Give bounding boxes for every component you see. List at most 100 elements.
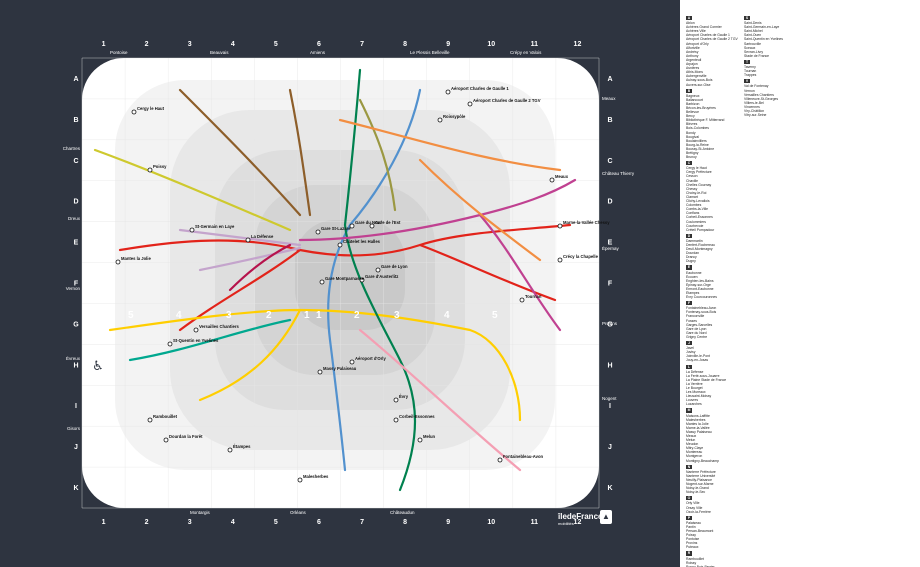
line-c-path[interactable] (108, 308, 522, 422)
station-label[interactable]: Cergy le Haut (137, 106, 165, 111)
index-entry[interactable]: Cergy Préfecture (686, 170, 712, 175)
index-entry[interactable]: Pontoise (686, 537, 700, 542)
station-dot[interactable] (167, 341, 173, 347)
station-dot[interactable] (445, 89, 451, 95)
index-entry[interactable]: La Ferté-sous-Jouarre (686, 373, 720, 378)
station-dot[interactable] (319, 279, 325, 285)
index-entry[interactable]: Montgeron (686, 454, 703, 459)
index-entry[interactable]: Provins (686, 541, 698, 546)
index-entry[interactable]: Bourg-la-Reine (686, 142, 709, 147)
station-dot[interactable] (557, 257, 563, 263)
index-entry[interactable]: Aubergenville (686, 74, 707, 79)
line-n-path[interactable] (128, 318, 292, 362)
station-label[interactable]: Mantes la Jolie (121, 256, 151, 261)
index-entry[interactable]: Maisons-Laffitte (686, 413, 710, 418)
station-label[interactable]: St-Germain en Laye (195, 224, 235, 229)
index-entry[interactable]: Brunoy (686, 155, 697, 160)
station-dot[interactable] (227, 447, 233, 453)
index-entry[interactable]: Boulainvilliers (686, 138, 707, 143)
index-entry[interactable]: Bellevue (686, 110, 700, 115)
index-entry[interactable]: Trappes (744, 73, 757, 78)
station-dot[interactable] (375, 267, 381, 273)
station-label[interactable]: Gare du Nord (355, 220, 382, 225)
index-entry[interactable]: Chaville (686, 178, 699, 183)
index-entry[interactable]: Persan-Beaumont (686, 528, 714, 533)
station-dot[interactable] (349, 223, 355, 229)
index-entry[interactable]: Fosses (686, 318, 697, 323)
index-entry[interactable]: Marne-la-Vallée (686, 425, 710, 430)
index-entry[interactable]: Versailles Chantiers (744, 92, 774, 97)
index-entry[interactable]: Dammartin (686, 238, 703, 243)
index-entry[interactable]: Bibliothèque F. Mitterrand (686, 118, 725, 123)
index-entry[interactable]: Taverny (744, 65, 756, 70)
station-dot[interactable] (519, 297, 525, 303)
index-entry[interactable]: Noisy-le-Grand (686, 486, 709, 491)
index-entry[interactable]: Noisy-le-Sec (686, 490, 706, 495)
index-entry[interactable]: Franconville (686, 314, 705, 319)
index-entry[interactable]: Clamart (686, 194, 698, 199)
index-entry[interactable]: Barbizon (686, 101, 700, 106)
station-dot[interactable] (497, 457, 503, 463)
index-entry[interactable]: Athis-Mons (686, 70, 703, 75)
index-entry[interactable]: Sartrouville (744, 41, 761, 46)
index-entry[interactable]: Bondy (686, 130, 696, 135)
line-r-path[interactable] (358, 328, 522, 472)
station-dot[interactable] (245, 237, 251, 243)
index-entry[interactable]: Stade de France (744, 53, 770, 58)
station-label[interactable]: Aéroport d'Orly (355, 356, 386, 361)
index-entry[interactable]: Gare du Nord (686, 330, 707, 335)
index-entry[interactable]: Bercy (686, 114, 695, 119)
index-entry[interactable]: Épinay-sur-Orge (686, 282, 711, 287)
index-entry[interactable]: Montereau (686, 450, 703, 455)
index-entry[interactable]: Vincennes (744, 104, 760, 109)
index-entry[interactable]: Ermont-Eaubonne (686, 286, 714, 291)
index-entry[interactable]: Puteaux (686, 545, 699, 550)
index-entry[interactable]: Asnières (686, 66, 700, 71)
station-dot[interactable] (131, 109, 137, 115)
index-entry[interactable]: Coulommiers (686, 219, 706, 224)
index-entry[interactable]: Neuilly-Plaisance (686, 477, 713, 482)
station-label[interactable]: Gare d'Austerlitz (365, 274, 398, 279)
station-label[interactable]: Melun (423, 434, 436, 439)
station-dots[interactable] (115, 89, 563, 483)
index-entry[interactable]: Juvisy (686, 350, 696, 355)
index-entry[interactable]: Chessy (686, 186, 698, 191)
index-entry[interactable]: Brétigny (686, 151, 699, 155)
index-entry[interactable]: Mantes la Jolie (686, 421, 709, 426)
index-entry[interactable]: Chelles Gournay (686, 182, 712, 187)
station-dot[interactable] (189, 227, 195, 233)
station-label[interactable]: St-Quentin en Yvelines (173, 338, 219, 343)
index-entry[interactable]: Conflans (686, 211, 700, 216)
station-dot[interactable] (315, 229, 321, 235)
station-label[interactable]: Massy Palaiseau (323, 366, 357, 371)
index-entry[interactable]: Aulnay-sous-Bois (686, 78, 713, 83)
index-entry[interactable]: Villiers-le-Bel (744, 100, 764, 105)
station-dot[interactable] (557, 223, 563, 229)
station-dot[interactable] (417, 437, 423, 443)
index-entry[interactable]: Clichy-Levallois (686, 199, 710, 204)
index-entry[interactable]: Argenteuil (686, 57, 702, 62)
index-entry[interactable]: Bagneux (686, 93, 700, 98)
index-entry[interactable]: Orly Ville (686, 501, 700, 506)
index-entry[interactable]: Nogent-sur-Marne (686, 482, 714, 487)
index-entry[interactable]: Enghien-les-Bains (686, 278, 714, 283)
index-entry[interactable]: Auvers-sur-Oise (686, 82, 711, 87)
index-entry[interactable]: Achères Ville (686, 29, 706, 34)
index-entry[interactable]: Eaubonne (686, 270, 702, 275)
index-entry[interactable]: Choisy-le-Roi (686, 190, 707, 195)
line-e-path[interactable] (298, 178, 577, 332)
station-label[interactable]: Meaux (555, 174, 569, 179)
index-entry[interactable]: Meudon (686, 442, 699, 447)
index-entry[interactable]: Garges-Sarcelles (686, 322, 713, 327)
station-label[interactable]: Aéroport Charles de Gaulle 2 TGV (473, 98, 541, 103)
station-label[interactable]: La Défense (251, 234, 274, 239)
index-entry[interactable]: Poissy (686, 533, 696, 538)
index-entry[interactable]: Val de Fontenay (744, 84, 769, 89)
index-entry[interactable]: Ballancourt (686, 97, 703, 102)
index-entry[interactable]: Nanterre Université (686, 473, 716, 478)
index-entry[interactable]: La Plaine Stade de France (686, 377, 727, 382)
index-entry[interactable]: Roissy (686, 560, 697, 565)
station-label[interactable]: Gare St-Lazare (321, 226, 351, 231)
index-entry[interactable]: Sceaux (744, 45, 756, 50)
